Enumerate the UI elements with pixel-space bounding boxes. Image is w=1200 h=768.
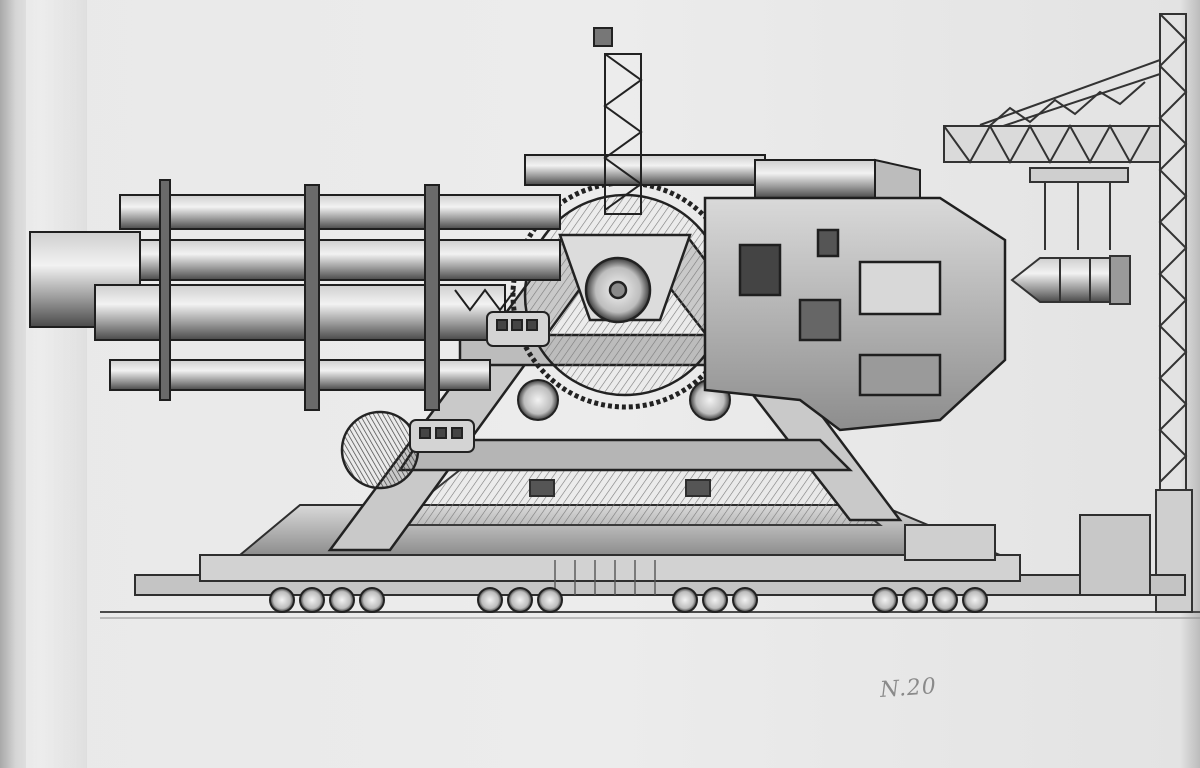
- gunner-cabins: [409, 311, 550, 453]
- breech-housing: [703, 196, 1007, 432]
- barrel-cluster: [29, 179, 561, 411]
- elevation-gear: [340, 180, 740, 490]
- suspended-shell: [1010, 255, 1131, 305]
- crane-tower: [943, 13, 1193, 613]
- rail-track: [100, 611, 1200, 619]
- rail-wagon: [134, 461, 1186, 596]
- artist-signature: N.20: [879, 674, 938, 703]
- paper-edge: [26, 0, 87, 768]
- frame-rollers: [517, 379, 731, 421]
- lattice-mast: [593, 27, 643, 215]
- wheel-set: [269, 587, 988, 613]
